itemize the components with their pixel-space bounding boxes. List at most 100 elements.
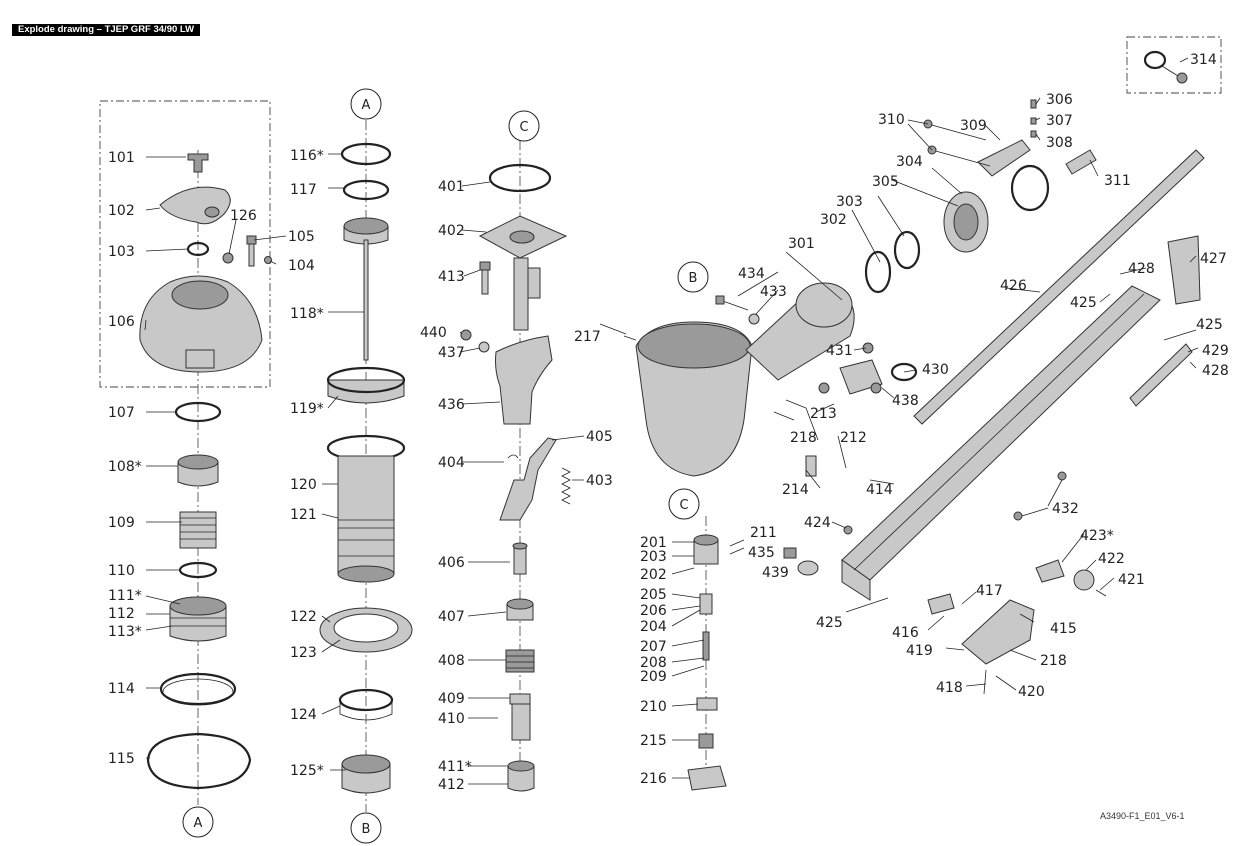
label-405: 405: [586, 429, 613, 445]
label-211: 211: [750, 525, 777, 541]
label-213: 213: [810, 406, 837, 422]
part-434-433-bolt-icon: [715, 295, 760, 325]
label-404: 404: [438, 455, 465, 471]
label-204: 204: [640, 619, 667, 635]
label-105: 105: [288, 229, 315, 245]
part-403-spring-icon: [561, 467, 571, 505]
label-428: 428: [1202, 363, 1229, 379]
label-417: 417: [976, 583, 1003, 599]
label-103: 103: [108, 244, 135, 260]
label-106: 106: [108, 314, 135, 330]
svg-text:C: C: [519, 120, 528, 135]
part-432-screws-icon: [1013, 471, 1067, 521]
part-311-fitting-icon: [1065, 149, 1097, 175]
label-101: 101: [108, 150, 135, 166]
label-218: 218: [790, 430, 817, 446]
label-428: 428: [1128, 261, 1155, 277]
part-118-piston-driver-icon: [343, 217, 389, 361]
label-415: 415: [1050, 621, 1077, 637]
label-426: 426: [1000, 278, 1027, 294]
label-102: 102: [108, 203, 135, 219]
label-104: 104: [288, 258, 315, 274]
label-416: 416: [892, 625, 919, 641]
label-429: 429: [1202, 343, 1229, 359]
label-126: 126: [230, 208, 257, 224]
part-204-206-valve-icon: [699, 593, 713, 615]
part-104-pin-icon: [264, 256, 272, 264]
label-115: 115: [108, 751, 135, 767]
svg-text:A: A: [194, 816, 203, 831]
drawing-code: A3490-F1_E01_V6-1: [1100, 811, 1185, 821]
part-212-213-pins-icon: [773, 399, 807, 421]
label-210: 210: [640, 699, 667, 715]
part-210-bushing-icon: [696, 697, 718, 711]
label-434: 434: [738, 266, 765, 282]
part-126-pin-icon: [222, 252, 234, 264]
part-415-nose-icon: [961, 599, 1035, 665]
label-207: 207: [640, 639, 667, 655]
label-125: 125*: [290, 763, 324, 779]
label-109: 109: [108, 515, 135, 531]
part-301-main-housing-icon: [635, 282, 855, 477]
part-labels: 101 102 103 106 107 108* 109 110 111* 11…: [108, 52, 1229, 793]
part-211-pins-icon: [729, 539, 745, 555]
label-310: 310: [878, 112, 905, 128]
label-425: 425: [1196, 317, 1223, 333]
label-303: 303: [836, 194, 863, 210]
label-122: 122: [290, 609, 317, 625]
label-433: 433: [760, 284, 787, 300]
part-115-gasket-icon: [146, 732, 252, 790]
part-404-clip-icon: [507, 454, 519, 459]
label-419: 419: [906, 643, 933, 659]
leader-lines: [144, 57, 1199, 785]
part-407-bushing-icon: [506, 598, 534, 621]
part-408-spring-icon: [505, 649, 535, 673]
label-311: 311: [1104, 173, 1131, 189]
part-109-spring-icon: [179, 511, 217, 549]
part-409-410-trigger-icon: [509, 693, 531, 741]
label-209: 209: [640, 669, 667, 685]
label-307: 307: [1046, 113, 1073, 129]
part-108-nut-icon: [177, 454, 219, 487]
part-114-seal-ring-icon: [159, 672, 237, 706]
part-314-key-ring-icon: [1143, 50, 1188, 84]
label-201: 201: [640, 535, 667, 551]
label-212: 212: [840, 430, 867, 446]
label-406: 406: [438, 555, 465, 571]
part-105-bolt-icon: [246, 235, 257, 267]
drawing-title: Explode drawing – TJEP GRF 34/90 LW: [12, 24, 201, 36]
label-304: 304: [896, 154, 923, 170]
part-427-magazine-end-icon: [1167, 235, 1201, 305]
part-306-308-screws-icon: [1030, 99, 1037, 138]
label-114: 114: [108, 681, 135, 697]
label-113: 113*: [108, 624, 142, 640]
label-123: 123: [290, 645, 317, 661]
svg-text:B: B: [362, 822, 371, 837]
svg-text:B: B: [689, 271, 698, 286]
svg-text:C: C: [679, 498, 688, 513]
ref-circle-a-top: A: [350, 88, 382, 120]
label-203: 203: [640, 549, 667, 565]
part-414-magazine-icon: [841, 285, 1161, 601]
label-418: 418: [936, 680, 963, 696]
part-215-spring-icon: [698, 733, 714, 749]
part-416-419-bracket-icon: [927, 593, 955, 615]
part-101-screw-icon: [187, 153, 209, 173]
svg-text:A: A: [362, 98, 371, 113]
part-304-305-end-cap-icon: [943, 191, 989, 253]
label-435: 435: [748, 545, 775, 561]
label-110: 110: [108, 563, 135, 579]
label-409: 409: [438, 691, 465, 707]
label-439: 439: [762, 565, 789, 581]
label-421: 421: [1118, 572, 1145, 588]
label-306: 306: [1046, 92, 1073, 108]
label-120: 120: [290, 477, 317, 493]
label-440: 440: [420, 325, 447, 341]
ref-circle-a-bottom: A: [182, 806, 214, 838]
label-413: 413: [438, 269, 465, 285]
label-422: 422: [1098, 551, 1125, 567]
label-217: 217: [574, 329, 601, 345]
part-201-203-cylinder-cap-icon: [693, 534, 719, 565]
label-427: 427: [1200, 251, 1227, 267]
part-436-trigger-housing-icon: [495, 335, 553, 425]
